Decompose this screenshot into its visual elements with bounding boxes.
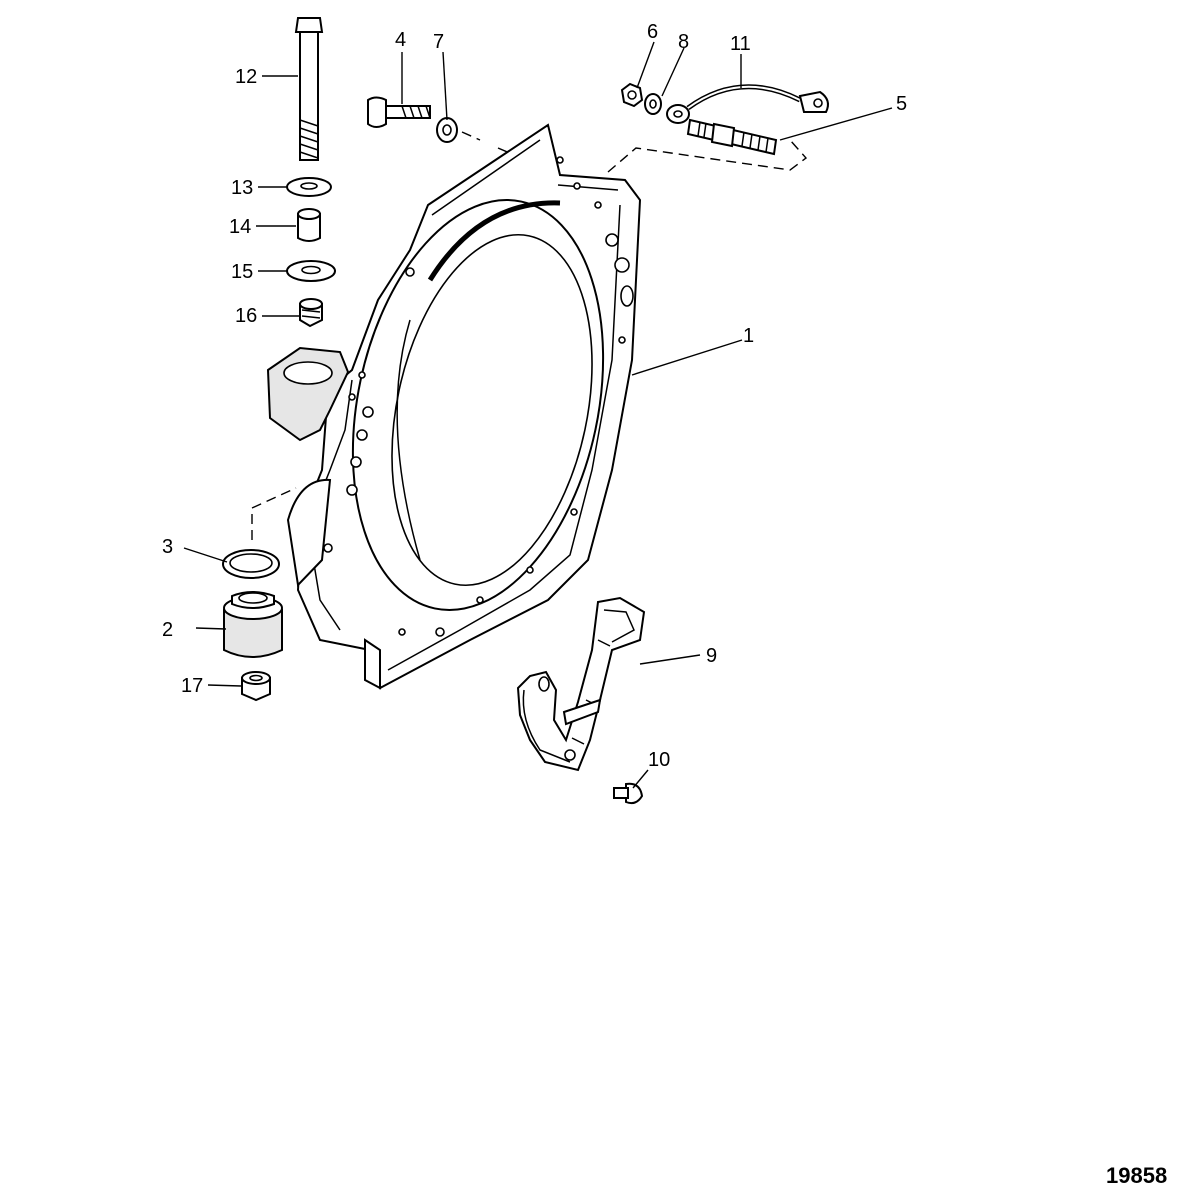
washer-13 — [286, 177, 332, 197]
screw-10 — [613, 782, 644, 805]
callout-10: 10 — [648, 749, 670, 771]
callout-16: 16 — [235, 305, 257, 327]
washer-8 — [644, 93, 662, 115]
callout-15: 15 — [231, 261, 253, 283]
stud-5 — [686, 118, 778, 156]
stud-bolt-4 — [367, 96, 431, 128]
assembly-line-4 — [461, 131, 513, 155]
callout-12: 12 — [235, 66, 257, 88]
callout-9: 9 — [706, 645, 717, 667]
callout-17: 17 — [181, 675, 203, 697]
callout-14: 14 — [229, 216, 251, 238]
assembly-line-5 — [607, 139, 808, 173]
nut-17 — [241, 671, 271, 702]
callout-8: 8 — [678, 31, 689, 53]
long-bolt — [294, 17, 324, 161]
callout-4: 4 — [395, 29, 406, 51]
rubber-mount — [223, 591, 283, 658]
leader-lines — [183, 41, 893, 789]
ground-cable — [666, 84, 829, 124]
nut-6 — [620, 82, 644, 108]
bracket — [516, 596, 646, 772]
callout-2: 2 — [162, 619, 173, 641]
callout-labels: 1 2 3 4 5 6 7 8 9 10 11 12 13 14 15 16 1… — [162, 21, 907, 771]
washer-15 — [286, 260, 336, 282]
callout-13: 13 — [231, 177, 253, 199]
callout-6: 6 — [647, 21, 658, 43]
nut-16 — [299, 298, 323, 328]
figure-number: 19858 — [1106, 1163, 1167, 1188]
seal-ring — [222, 549, 280, 579]
spacer-14 — [297, 208, 321, 242]
callout-7: 7 — [433, 31, 444, 53]
callout-1: 1 — [743, 325, 754, 347]
callout-3: 3 — [162, 536, 173, 558]
callout-11: 11 — [730, 33, 751, 55]
lock-washer-7 — [436, 117, 458, 143]
flywheel-housing — [266, 123, 642, 690]
callout-5: 5 — [896, 93, 907, 115]
assembly-line-mount — [251, 487, 297, 540]
